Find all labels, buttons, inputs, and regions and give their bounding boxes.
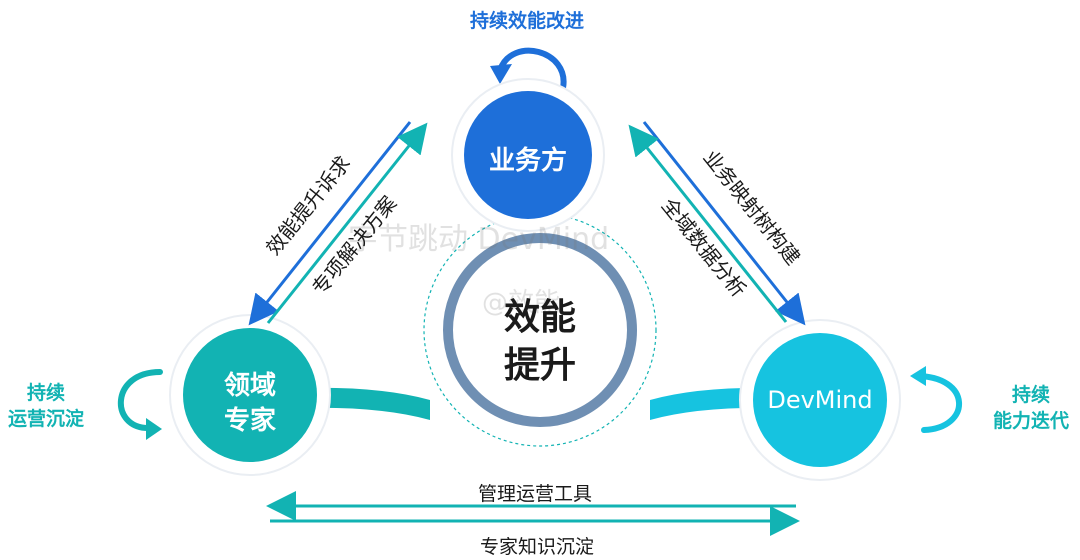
right-arrow-to-devmind [642, 121, 806, 326]
left-arrow-to-expert [248, 121, 412, 326]
bottom-top-label: 管理运营工具 [478, 483, 593, 505]
top-label: 持续效能改进 [470, 10, 585, 32]
center-label-line1: 效能 [503, 297, 576, 338]
right-side-label-line1: 持续 [1011, 384, 1050, 406]
expert-node [183, 328, 317, 462]
center-node [443, 233, 637, 427]
expert-label-line2: 专家 [223, 406, 276, 436]
right-side-label-line2: 能力迭代 [992, 410, 1069, 432]
business-label: 业务方 [488, 146, 567, 176]
right-arrow-to-business [628, 124, 788, 323]
right-loop-arrowhead [910, 366, 926, 386]
left-side-label-line2: 运营沉淀 [7, 408, 84, 430]
right-loop-arrow [913, 373, 962, 433]
bottom-bottom-label: 专家知识沉淀 [480, 536, 595, 558]
devmind-label: DevMind [767, 386, 873, 414]
business-node [464, 91, 592, 219]
connection-band [300, 387, 430, 420]
top-loop-arrowhead [490, 64, 512, 84]
watermark-line1: 字节跳动 DevMind [348, 222, 610, 257]
devmind-node [753, 333, 887, 467]
top-loop-arrow [497, 47, 567, 91]
left-loop-arrow [118, 369, 163, 431]
left-loop-arrowhead [146, 418, 162, 440]
expert-label-line1: 领域 [223, 371, 276, 401]
left-arrow-to-business [266, 122, 428, 324]
watermark-line2: @效能 [482, 288, 561, 318]
left-side-label-line1: 持续 [26, 382, 65, 404]
center-label-line2: 提升 [503, 345, 576, 386]
